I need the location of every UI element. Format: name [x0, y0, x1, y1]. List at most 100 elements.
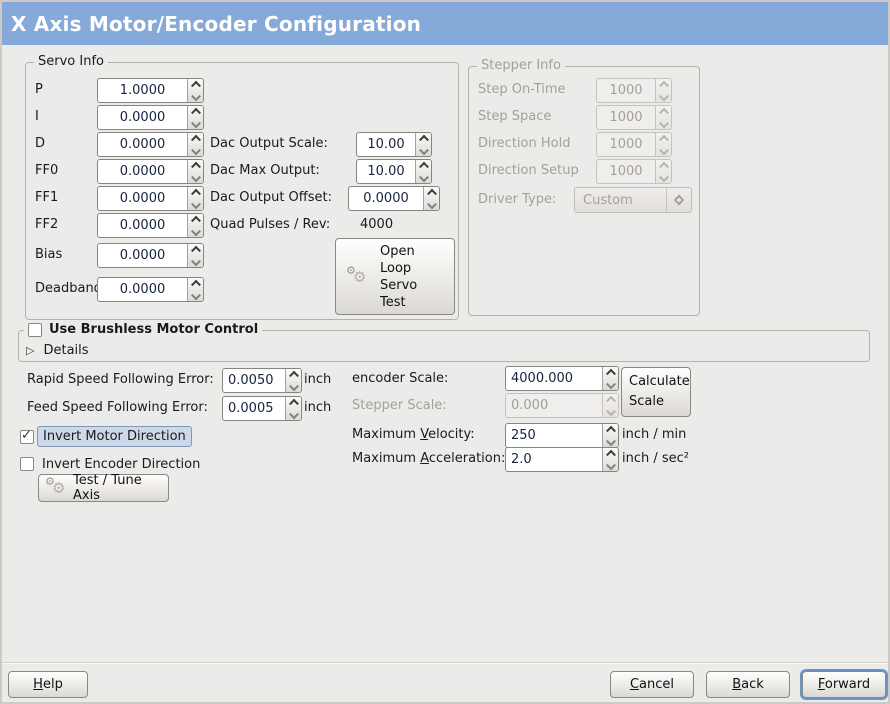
spin-up-icon[interactable] — [188, 244, 203, 256]
p-spinbox[interactable]: 1.0000 — [97, 78, 204, 103]
spin-down-icon[interactable] — [603, 436, 618, 448]
ff2-spinbox[interactable]: 0.0000 — [97, 213, 204, 238]
spin-up-icon[interactable] — [188, 278, 203, 290]
spin-down-icon[interactable] — [286, 381, 301, 393]
titlebar: X Axis Motor/Encoder Configuration — [2, 2, 888, 45]
ff1-spinbox[interactable]: 0.0000 — [97, 186, 204, 211]
spin-down-icon[interactable] — [416, 145, 431, 157]
spin-down-icon[interactable] — [424, 199, 439, 211]
direction-hold-spinbox: 1000 — [596, 132, 672, 157]
dac-output-offset-spin-buttons[interactable] — [423, 187, 439, 210]
i-spinbox[interactable]: 0.0000 — [97, 105, 204, 130]
help-button[interactable]: Help — [8, 671, 88, 698]
i-spin-buttons[interactable] — [187, 106, 203, 129]
feed-error-spinbox[interactable]: 0.0005 — [222, 396, 302, 421]
invert-encoder-label[interactable]: Invert Encoder Direction — [42, 457, 201, 472]
ff1-spin-buttons[interactable] — [187, 187, 203, 210]
spin-down-icon[interactable] — [188, 226, 203, 238]
spin-up-icon[interactable] — [188, 133, 203, 145]
spin-up-icon[interactable] — [188, 187, 203, 199]
ff2-spin-buttons[interactable] — [187, 214, 203, 237]
spin-down-icon[interactable] — [603, 460, 618, 472]
p-spin-buttons[interactable] — [187, 79, 203, 102]
deadband-spinbox[interactable]: 0.0000 — [97, 277, 204, 302]
spin-down-icon[interactable] — [286, 409, 301, 421]
spin-down-icon[interactable] — [188, 199, 203, 211]
expander-arrow-icon[interactable]: ▷ — [26, 344, 35, 357]
spin-up-icon[interactable] — [416, 160, 431, 172]
invert-encoder-checkbox[interactable] — [20, 457, 34, 471]
spin-up-icon[interactable] — [188, 79, 203, 91]
ff0-label: FF0 — [35, 163, 59, 178]
spin-up-icon[interactable] — [603, 448, 618, 460]
brushless-frame — [18, 330, 870, 362]
spin-down-icon[interactable] — [188, 91, 203, 103]
spin-up-icon[interactable] — [188, 160, 203, 172]
open-loop-servo-test-button[interactable]: ⚙ ⚙ Open Loop Servo Test — [335, 238, 455, 315]
ff0-value: 0.0000 — [119, 164, 166, 179]
encoder-scale-spin-buttons[interactable] — [602, 367, 618, 390]
forward-button-label: Forward — [817, 677, 871, 692]
max-acceleration-spinbox[interactable]: 2.0 — [505, 447, 619, 472]
max-velocity-spinbox[interactable]: 250 — [505, 423, 619, 448]
bias-spinbox[interactable]: 0.0000 — [97, 243, 204, 268]
spin-down-icon[interactable] — [188, 256, 203, 268]
use-brushless-checkbox[interactable] — [28, 322, 42, 337]
spin-down-icon — [656, 118, 671, 130]
spin-up-icon — [656, 133, 671, 145]
ff0-spin-buttons[interactable] — [187, 160, 203, 183]
step-on-time-spin-buttons — [655, 79, 671, 102]
deadband-spin-buttons[interactable] — [187, 278, 203, 301]
dac-output-scale-spin-buttons[interactable] — [415, 133, 431, 156]
spin-up-icon[interactable] — [188, 106, 203, 118]
dac-max-output-spin-buttons[interactable] — [415, 160, 431, 183]
bias-label: Bias — [35, 247, 63, 262]
spin-down-icon[interactable] — [416, 172, 431, 184]
spin-up-icon[interactable] — [424, 187, 439, 199]
bias-spin-buttons[interactable] — [187, 244, 203, 267]
back-button-label: Back — [732, 677, 764, 692]
spin-down-icon[interactable] — [188, 118, 203, 130]
calculate-scale-button[interactable]: Calculate Scale — [621, 367, 691, 417]
ff0-spinbox[interactable]: 0.0000 — [97, 159, 204, 184]
spin-down-icon — [603, 406, 618, 418]
rapid-error-spinbox[interactable]: 0.0050 — [222, 368, 302, 393]
spin-up-icon[interactable] — [603, 367, 618, 379]
test-tune-axis-button[interactable]: ⚙ ⚙ Test / Tune Axis — [38, 473, 169, 503]
feed-error-spin-buttons[interactable] — [285, 397, 301, 420]
invert-motor-label[interactable]: Invert Motor Direction — [37, 426, 192, 447]
spin-down-icon[interactable] — [603, 379, 618, 391]
max-acceleration-spin-buttons[interactable] — [602, 448, 618, 471]
dac-output-offset-value: 0.0000 — [363, 191, 409, 206]
dac-output-scale-spinbox[interactable]: 10.00 — [356, 132, 432, 157]
spin-up-icon[interactable] — [188, 214, 203, 226]
dac-output-scale-value: 10.00 — [367, 137, 405, 152]
spin-up-icon — [656, 106, 671, 118]
details-expander[interactable]: ▷ Details — [26, 343, 89, 358]
encoder-scale-spinbox[interactable]: 4000.000 — [505, 366, 619, 391]
d-spinbox[interactable]: 0.0000 — [97, 132, 204, 157]
back-button[interactable]: Back — [706, 671, 790, 698]
page-title: X Axis Motor/Encoder Configuration — [11, 11, 422, 36]
invert-motor-checkbox[interactable]: ✓ — [20, 428, 34, 444]
d-spin-buttons[interactable] — [187, 133, 203, 156]
use-brushless-checkbox-row[interactable]: Use Brushless Motor Control — [24, 322, 263, 337]
max-acceleration-unit: inch / sec² — [622, 451, 690, 466]
direction-setup-value: 1000 — [609, 164, 643, 179]
spin-up-icon[interactable] — [603, 424, 618, 436]
spin-up-icon[interactable] — [286, 397, 301, 409]
dac-max-output-spinbox[interactable]: 10.00 — [356, 159, 432, 184]
stepper-scale-spin-buttons — [602, 394, 618, 417]
spin-down-icon[interactable] — [188, 172, 203, 184]
max-velocity-spin-buttons[interactable] — [602, 424, 618, 447]
dac-output-offset-spinbox[interactable]: 0.0000 — [348, 186, 440, 211]
spin-down-icon[interactable] — [188, 290, 203, 302]
cancel-button[interactable]: Cancel — [610, 671, 694, 698]
stepper-scale-spinbox: 0.000 — [505, 393, 619, 418]
spin-up-icon[interactable] — [286, 369, 301, 381]
spin-down-icon[interactable] — [188, 145, 203, 157]
rapid-error-spin-buttons[interactable] — [285, 369, 301, 392]
forward-button[interactable]: Forward — [802, 671, 886, 698]
spin-up-icon[interactable] — [416, 133, 431, 145]
encoder-scale-label: encoder Scale: — [352, 371, 449, 386]
